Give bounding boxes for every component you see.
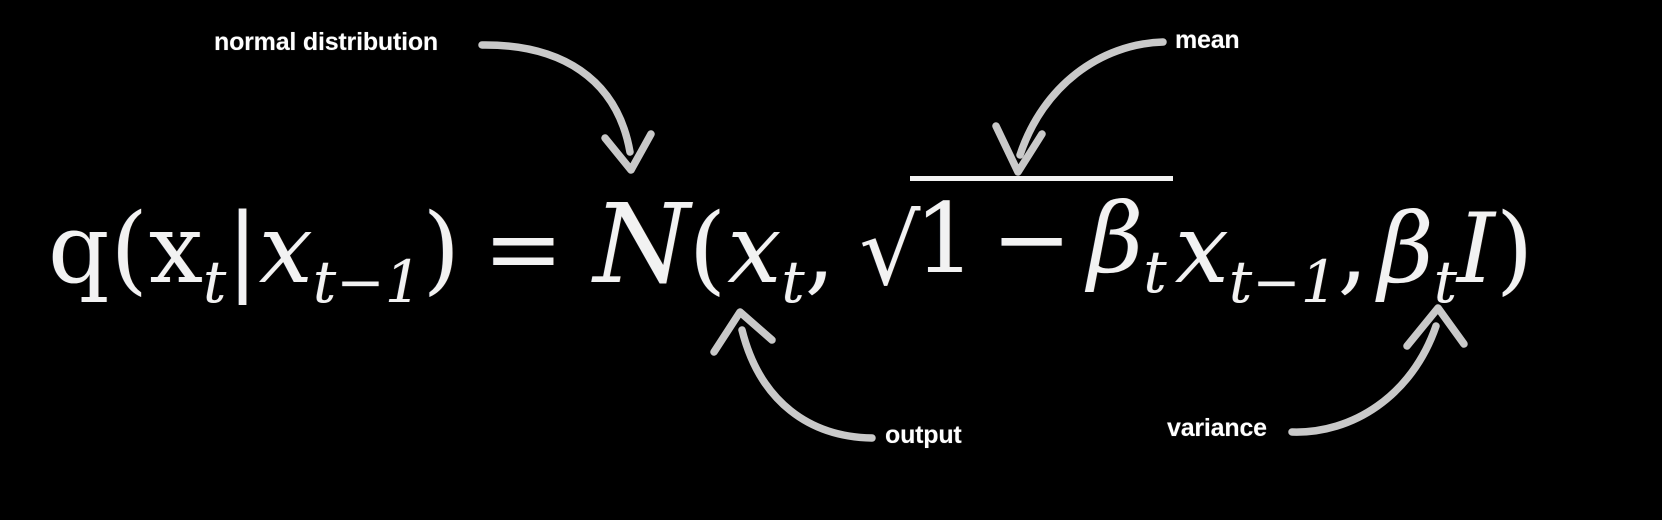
math-token-close-paren-1: ) (422, 192, 461, 305)
math-token-x-2: x (727, 192, 782, 305)
math-token-comma-1: , (804, 192, 836, 305)
math-token-close-paren-2: ) (1495, 192, 1534, 305)
arrow-output (738, 326, 876, 442)
arrowhead-normal-distribution (601, 130, 655, 174)
arrow-variance (1288, 322, 1440, 436)
radical-sign-icon: √ (859, 194, 921, 307)
math-token-subscript-t-3: t (1143, 237, 1167, 306)
arrowhead-output (710, 308, 776, 356)
math-token-subscript-t-minus-1-b: t−1 (1228, 247, 1338, 316)
math-token-x-upright: x (148, 192, 204, 305)
arrowhead-mean (992, 122, 1046, 176)
math-token-minus: − (991, 182, 1072, 295)
annotation-label-variance: variance (1167, 414, 1267, 442)
math-token-beta-1: β (1087, 182, 1144, 295)
math-token-one: 1 (914, 182, 976, 295)
math-radical: √ 1 − β t (859, 175, 1173, 307)
math-token-caligraphic-n: N (593, 179, 690, 308)
math-token-identity-matrix: I (1457, 192, 1495, 305)
math-expression: q ( x t | x t−1 ) = N ( x t , √ 1 − β t (48, 175, 1534, 311)
radical-body: 1 − β t (910, 175, 1173, 301)
math-token-subscript-t-minus-1-a: t−1 (312, 247, 422, 316)
math-token-subscript-t-1: t (203, 247, 227, 316)
annotation-label-normal-distribution: normal distribution (214, 28, 438, 56)
math-token-beta-2: β (1378, 192, 1434, 305)
math-token-comma-2: , (1337, 192, 1369, 305)
math-token-subscript-t-4: t (1433, 247, 1457, 316)
math-token-q: q (48, 192, 110, 305)
math-token-x-1: x (258, 192, 313, 305)
math-token-equals: = (483, 192, 564, 305)
math-token-x-3: x (1174, 192, 1229, 305)
arrow-normal-distribution (478, 41, 634, 156)
math-token-subscript-t-2: t (781, 247, 805, 316)
math-formula: q ( x t | x t−1 ) = N ( x t , √ 1 − β t (0, 175, 1662, 311)
math-token-open-paren-2: ( (688, 192, 727, 305)
annotation-label-mean: mean (1175, 26, 1240, 54)
math-token-open-paren-1: ( (110, 192, 148, 305)
annotation-label-output: output (885, 421, 962, 449)
math-token-conditional-bar: | (226, 192, 259, 305)
arrow-mean (1016, 38, 1167, 159)
